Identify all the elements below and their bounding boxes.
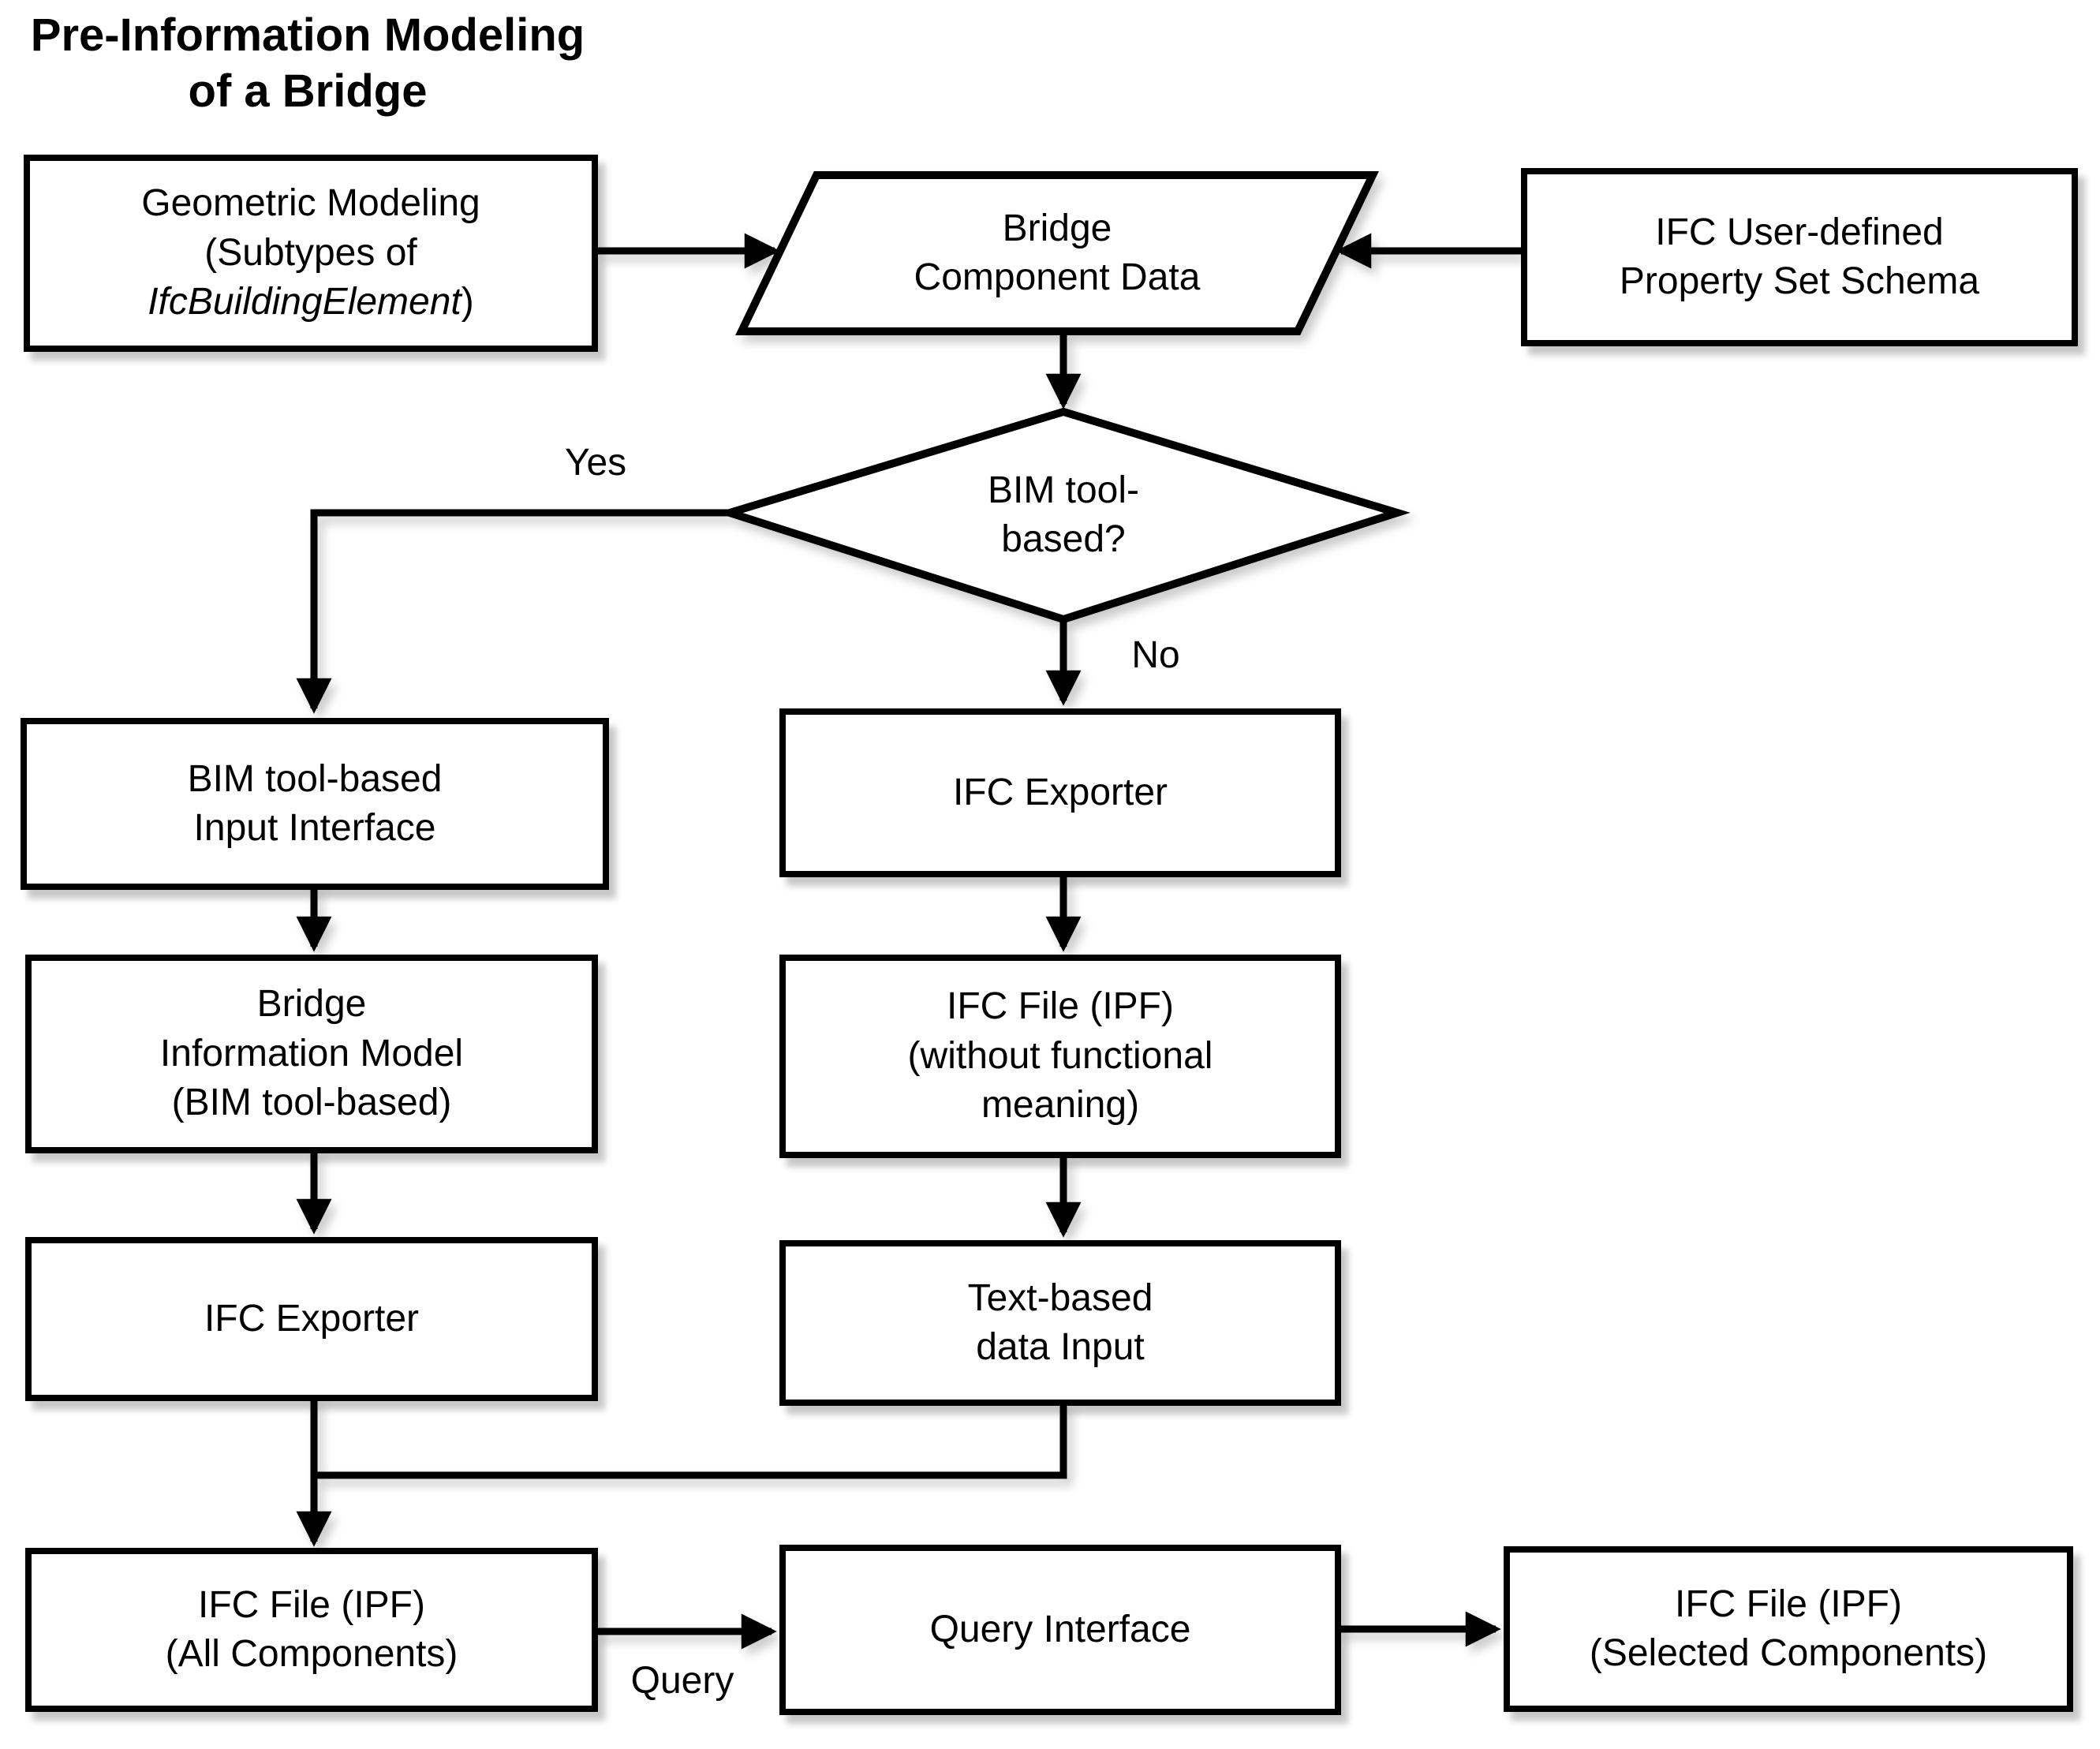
ifc-exporter-left-label: IFC Exporter [204, 1297, 420, 1340]
ifc-file-all-line2: (All Components) [165, 1633, 458, 1675]
edge-label-query: Query [630, 1660, 734, 1702]
text-based-input-line1: Text-based [967, 1276, 1153, 1319]
bridge-information-model-line1: Bridge [256, 983, 367, 1026]
bridge-component-data-parallelogram [735, 171, 1379, 335]
ifc-file-selected-line1: IFC File (IPF) [1675, 1583, 1902, 1625]
diagram-title-line1: Pre-Information Modeling [30, 9, 585, 61]
bridge-component-data-line1: Bridge [1002, 207, 1112, 249]
node-geometric-modeling: Geometric Modeling (Subtypes of IfcBuild… [24, 155, 598, 352]
ifc-file-without-meaning-line3: meaning) [981, 1084, 1140, 1127]
node-ifc-file-selected: IFC File (IPF) (Selected Components) [1504, 1546, 2073, 1712]
node-ifc-exporter-right: IFC Exporter [779, 708, 1341, 877]
ifc-file-without-meaning-line1: IFC File (IPF) [947, 985, 1174, 1028]
node-bridge-information-model: Bridge Information Model (BIM tool-based… [25, 955, 598, 1153]
bridge-information-model-line2: Information Model [159, 1032, 464, 1074]
connector-text-input-merge [314, 1404, 1067, 1479]
node-ifc-file-all: IFC File (IPF) (All Components) [25, 1548, 598, 1712]
bridge-component-data-line2: Component Data [914, 256, 1201, 298]
node-ifc-pset-schema: IFC User-defined Property Set Schema [1521, 168, 2078, 346]
node-text-based-input: Text-based data Input [779, 1240, 1341, 1406]
text-based-input-line2: data Input [976, 1326, 1145, 1368]
ifc-file-selected-line2: (Selected Components) [1589, 1632, 1988, 1674]
node-ifc-pset-schema-line2: Property Set Schema [1619, 260, 1980, 302]
ifc-file-all-line1: IFC File (IPF) [198, 1583, 425, 1626]
bim-input-interface-line2: Input Interface [193, 807, 436, 849]
node-ifc-file-without-meaning: IFC File (IPF) (without functional meani… [779, 955, 1341, 1158]
ifc-exporter-right-label: IFC Exporter [952, 771, 1168, 813]
node-geometric-modeling-line3: IfcBuildingElement) [141, 278, 480, 327]
node-ifc-exporter-left: IFC Exporter [25, 1237, 598, 1401]
node-ifc-pset-schema-line1: IFC User-defined [1655, 211, 1944, 253]
node-bridge-component-data-label: Bridge Component Data [742, 175, 1373, 331]
query-interface-label: Query Interface [929, 1608, 1191, 1650]
diagram-title: Pre-Information Modeling of a Bridge [22, 8, 593, 120]
bridge-information-model-line3: (BIM tool-based) [171, 1082, 452, 1124]
bim-tool-decision-line2: based? [1001, 518, 1126, 560]
bim-input-interface-line1: BIM tool-based [187, 757, 443, 800]
ifc-file-without-meaning-line2: (without functional [907, 1034, 1213, 1077]
edge-label-yes: Yes [564, 442, 627, 484]
node-query-interface: Query Interface [779, 1545, 1341, 1715]
edge-label-no: No [1131, 634, 1180, 676]
diagram-title-line2: of a Bridge [188, 65, 428, 117]
node-geometric-modeling-line1: Geometric Modeling [141, 182, 480, 225]
ifc-building-element-suffix: ) [461, 281, 474, 323]
bim-tool-decision-diamond [716, 407, 1411, 624]
node-geometric-modeling-line2: (Subtypes of [204, 231, 417, 274]
bim-tool-decision-line1: BIM tool- [987, 469, 1140, 511]
node-bim-input-interface: BIM tool-based Input Interface [21, 718, 609, 890]
node-bim-tool-decision-label: BIM tool- based? [827, 417, 1300, 614]
ifc-building-element-italic: IfcBuildingElement [148, 281, 461, 323]
connector-decision-yes-branch [296, 509, 730, 714]
